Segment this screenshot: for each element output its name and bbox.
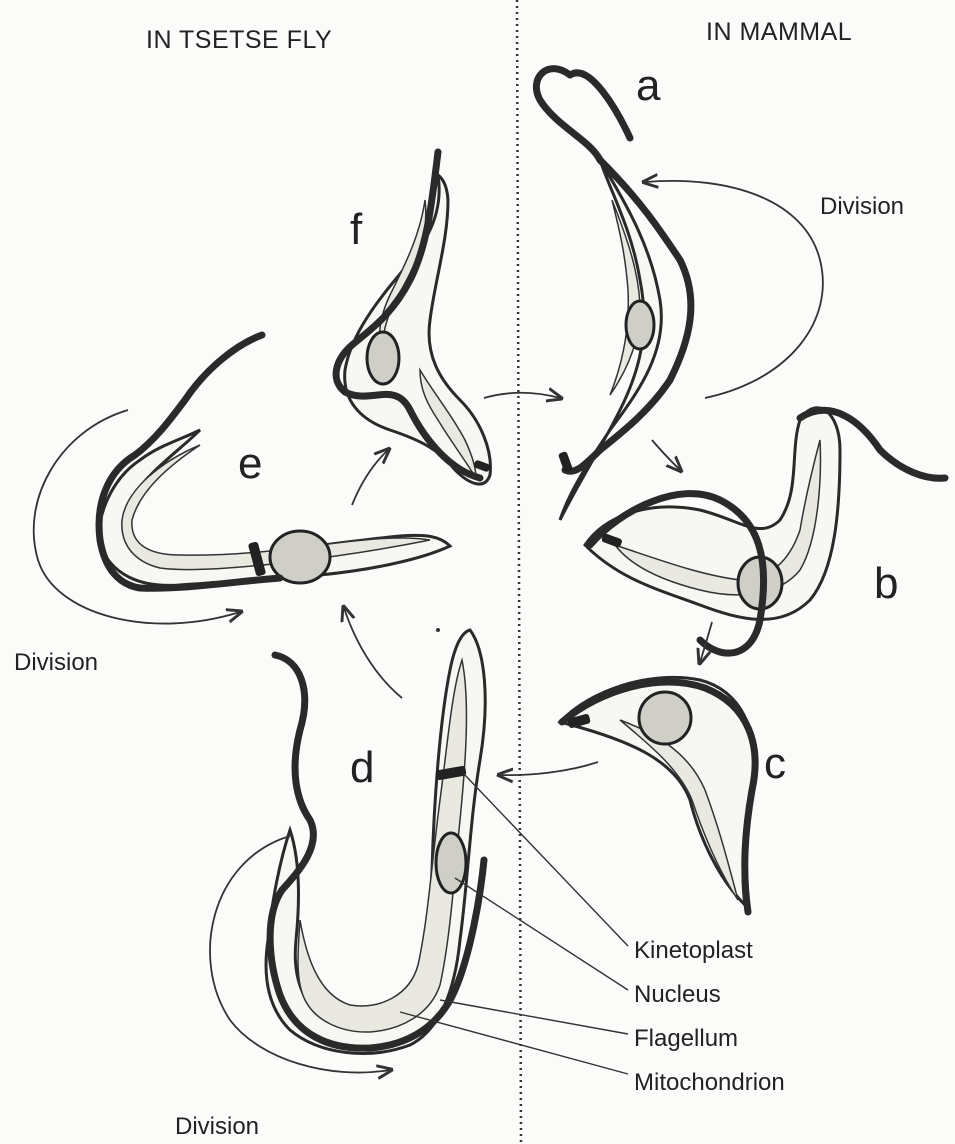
stage-a-trypanosome <box>536 69 691 520</box>
part-label-nucleus: Nucleus <box>634 981 721 1008</box>
part-label-kinetoplast: Kinetoplast <box>634 937 753 964</box>
header-mammal: IN MAMMAL <box>706 18 852 46</box>
arrow-a-to-b <box>652 440 680 470</box>
stage-d-label: d <box>350 743 374 792</box>
arrow-e-to-f <box>352 450 388 505</box>
divider-line <box>517 0 521 1144</box>
stage-d-trypanosome <box>266 630 485 1053</box>
stage-e-division-arrow <box>34 410 240 624</box>
stray-ink-dot <box>436 628 440 632</box>
stage-c-label: c <box>764 739 786 788</box>
leader-kinetoplast <box>463 773 628 946</box>
part-label-mitochondrion: Mitochondrion <box>634 1069 785 1096</box>
leader-mitochondrion <box>400 1012 628 1074</box>
stage-f-trypanosome <box>336 152 491 484</box>
stage-b-trypanosome <box>585 408 945 653</box>
stage-e-label: e <box>238 439 262 488</box>
mammal-division-label: Division <box>820 193 904 220</box>
stage-e-division-label: Division <box>14 649 98 676</box>
part-label-flagellum: Flagellum <box>634 1025 738 1052</box>
leader-nucleus <box>455 878 628 990</box>
header-tsetse-fly: IN TSETSE FLY <box>146 26 332 54</box>
leader-flagellum <box>440 1000 628 1034</box>
arrow-c-to-d <box>500 762 598 775</box>
stage-f-label: f <box>350 205 363 254</box>
arrow-d-to-e <box>344 608 402 698</box>
stage-b-label: b <box>874 559 898 608</box>
stage-d-division-label: Division <box>175 1113 259 1140</box>
stage-a-label: a <box>636 61 661 110</box>
arrow-f-to-a <box>484 393 560 398</box>
stage-c-trypanosome <box>560 677 755 912</box>
mammal-division-arrow <box>645 181 823 398</box>
